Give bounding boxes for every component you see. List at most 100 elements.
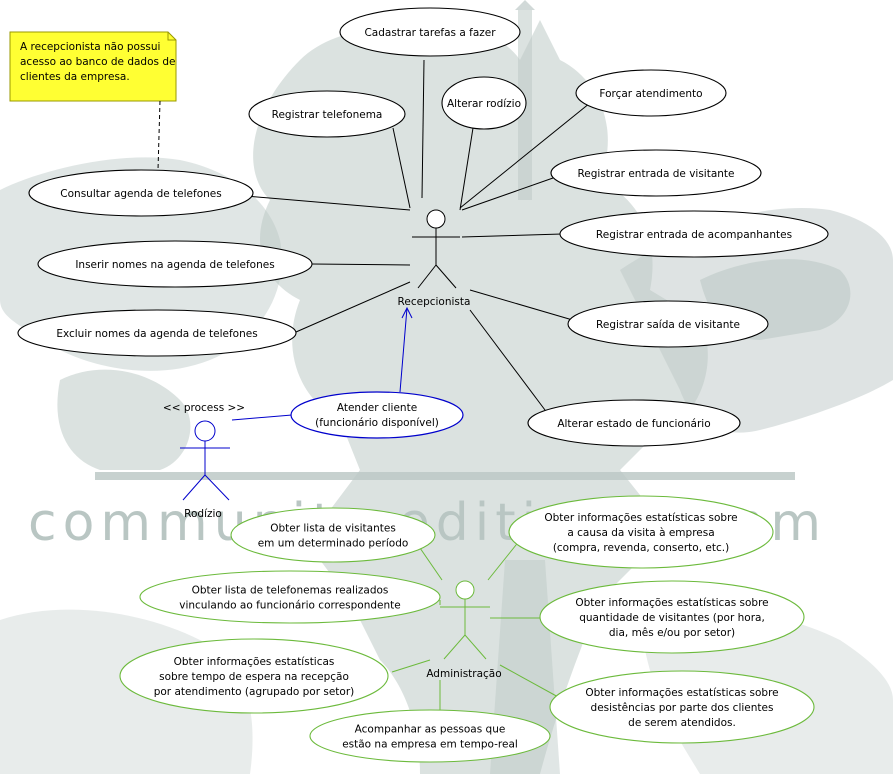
use-case-ellipse — [28, 169, 254, 217]
text-line: Registrar entrada de visitante — [577, 168, 734, 180]
text-line: dia, mês e/ou por setor) — [609, 627, 735, 639]
actor-administracao — [440, 580, 490, 660]
use-case-ellipse — [441, 76, 527, 130]
note-text: A recepcionista não possui acesso ao banc… — [20, 41, 175, 83]
note: A recepcionista não possui acesso ao banc… — [9, 31, 177, 171]
use-case-alterar-rodizio: Alterar rodízio — [441, 76, 527, 130]
text-line: Inserir nomes na agenda de telefones — [75, 259, 274, 271]
text-line: estão na empresa em tempo-real — [342, 739, 518, 751]
text-line: desistências por parte dos clientes — [591, 702, 774, 714]
use-case-ellipse — [527, 399, 741, 447]
use-case-ellipse — [508, 495, 774, 569]
use-case-estat-quantidade: Obter informações estatísticas sobre quan… — [539, 580, 805, 654]
use-case-ellipse — [119, 638, 389, 714]
text-line: sobre tempo de espera na recepção — [159, 671, 349, 683]
use-case-label: Obter informações estatísticas sobre desi… — [585, 687, 778, 729]
atender-cliente-label: Atender cliente (funcionário disponível) — [315, 402, 439, 429]
use-case-excluir-nomes: Excluir nomes da agenda de telefones — [17, 309, 297, 357]
actor-rodizio-stereotype: << process >> — [163, 402, 245, 414]
text-line: Registrar entrada de acompanhantes — [596, 229, 792, 241]
text-line: Obter informações estatísticas sobre — [575, 597, 768, 609]
use-case-ellipse — [539, 580, 805, 654]
rodizio-associations — [231, 306, 413, 421]
text-line: Registrar saída de visitante — [596, 319, 740, 331]
text-line: Alterar rodízio — [447, 98, 521, 110]
actor-recepcionista-label: Recepcionista — [398, 296, 471, 308]
use-case-label: Acompanhar as pessoas que estão na empres… — [342, 724, 518, 751]
text-line: Forçar atendimento — [599, 88, 702, 100]
text-line: Obter informações estatísticas sobre — [585, 687, 778, 699]
actor-rodizio-label: Rodízio — [184, 508, 222, 520]
use-case-acompanhar: Acompanhar as pessoas que estão na empres… — [309, 709, 551, 763]
use-case-ellipse — [17, 309, 297, 357]
use-case-estat-desistencias: Obter informações estatísticas sobre desi… — [549, 670, 815, 744]
use-case-label: Consultar agenda de telefones — [60, 188, 221, 200]
use-case-ellipse — [230, 507, 436, 563]
text-line: Atender cliente — [337, 402, 417, 414]
text-line: Cadastrar tarefas a fazer — [364, 27, 496, 39]
text-line: (compra, revenda, conserto, etc.) — [553, 542, 729, 554]
text-line: Obter informações estatísticas — [174, 656, 335, 668]
use-case-ellipse — [575, 69, 727, 117]
use-case-forcar-atendimento: Forçar atendimento — [575, 69, 727, 117]
text-line: Obter lista de telefonemas realizados — [192, 585, 389, 597]
use-case-inserir-nomes: Inserir nomes na agenda de telefones — [37, 240, 313, 288]
text-line: Registrar telefonema — [272, 109, 383, 121]
use-case-ellipse — [339, 7, 521, 57]
text-line: por atendimento (agrupado por setor) — [154, 686, 355, 698]
use-case-ellipse — [37, 240, 313, 288]
use-case-registrar-entrada-visitante: Registrar entrada de visitante — [550, 149, 762, 197]
text-line: acesso ao banco de dados de — [20, 56, 175, 68]
use-case-ellipse — [550, 149, 762, 197]
use-case-label: Alterar rodízio — [447, 98, 521, 110]
use-case-alterar-estado: Alterar estado de funcionário — [527, 399, 741, 447]
text-line: clientes da empresa. — [20, 71, 130, 83]
use-case-registrar-entrada-acompanhantes: Registrar entrada de acompanhantes — [559, 210, 829, 258]
recepcionista-associations — [245, 59, 591, 411]
use-case-label: Cadastrar tarefas a fazer — [364, 27, 496, 39]
use-case-label: Alterar estado de funcionário — [557, 418, 710, 430]
actor-administracao-label: Administração — [426, 668, 501, 680]
use-case-label: Obter lista de telefonemas realizados vin… — [179, 585, 401, 612]
use-case-label: Registrar saída de visitante — [596, 319, 740, 331]
actor-recepcionista — [412, 209, 460, 289]
text-line: a causa da visita à empresa — [567, 527, 714, 539]
use-case-cadastrar: Cadastrar tarefas a fazer — [339, 7, 521, 57]
use-case-label: Obter informações estatísticas sobre quan… — [575, 597, 768, 639]
text-line: A recepcionista não possui — [20, 41, 160, 53]
use-case-label: Inserir nomes na agenda de telefones — [75, 259, 274, 271]
actor-rodizio — [180, 420, 230, 501]
use-case-ellipse — [559, 210, 829, 258]
text-line: quantidade de visitantes (por hora, — [579, 612, 765, 624]
use-case-label: Obter informações estatísticas sobre temp… — [154, 656, 355, 698]
use-case-consultar-agenda: Consultar agenda de telefones — [28, 169, 254, 217]
text-line: vinculando ao funcionário correspondente — [179, 600, 401, 612]
text-line: Obter lista de visitantes — [270, 523, 396, 535]
use-case-ellipse — [567, 300, 769, 348]
text-line: Alterar estado de funcionário — [557, 418, 710, 430]
use-case-label: Registrar entrada de acompanhantes — [596, 229, 792, 241]
text-line: de serem atendidos. — [628, 717, 736, 729]
use-case-label: Registrar telefonema — [272, 109, 383, 121]
text-line: Acompanhar as pessoas que — [355, 724, 506, 736]
use-case-estat-causa: Obter informações estatísticas sobre a ca… — [508, 495, 774, 569]
use-case-ellipse — [139, 570, 441, 624]
use-case-atender-cliente: Atender cliente (funcionário disponível) — [290, 391, 464, 439]
text-line: Consultar agenda de telefones — [60, 188, 221, 200]
text-line: Excluir nomes da agenda de telefones — [56, 328, 257, 340]
use-case-ellipse — [549, 670, 815, 744]
use-case-lista-telefonemas: Obter lista de telefonemas realizados vin… — [139, 570, 441, 624]
use-case-label: Obter informações estatísticas sobre a ca… — [544, 512, 737, 554]
use-case-label: Registrar entrada de visitante — [577, 168, 734, 180]
use-case-label: Excluir nomes da agenda de telefones — [56, 328, 257, 340]
administracao-associations — [391, 539, 561, 715]
text-line: Obter informações estatísticas sobre — [544, 512, 737, 524]
text-line: (funcionário disponível) — [315, 417, 439, 429]
